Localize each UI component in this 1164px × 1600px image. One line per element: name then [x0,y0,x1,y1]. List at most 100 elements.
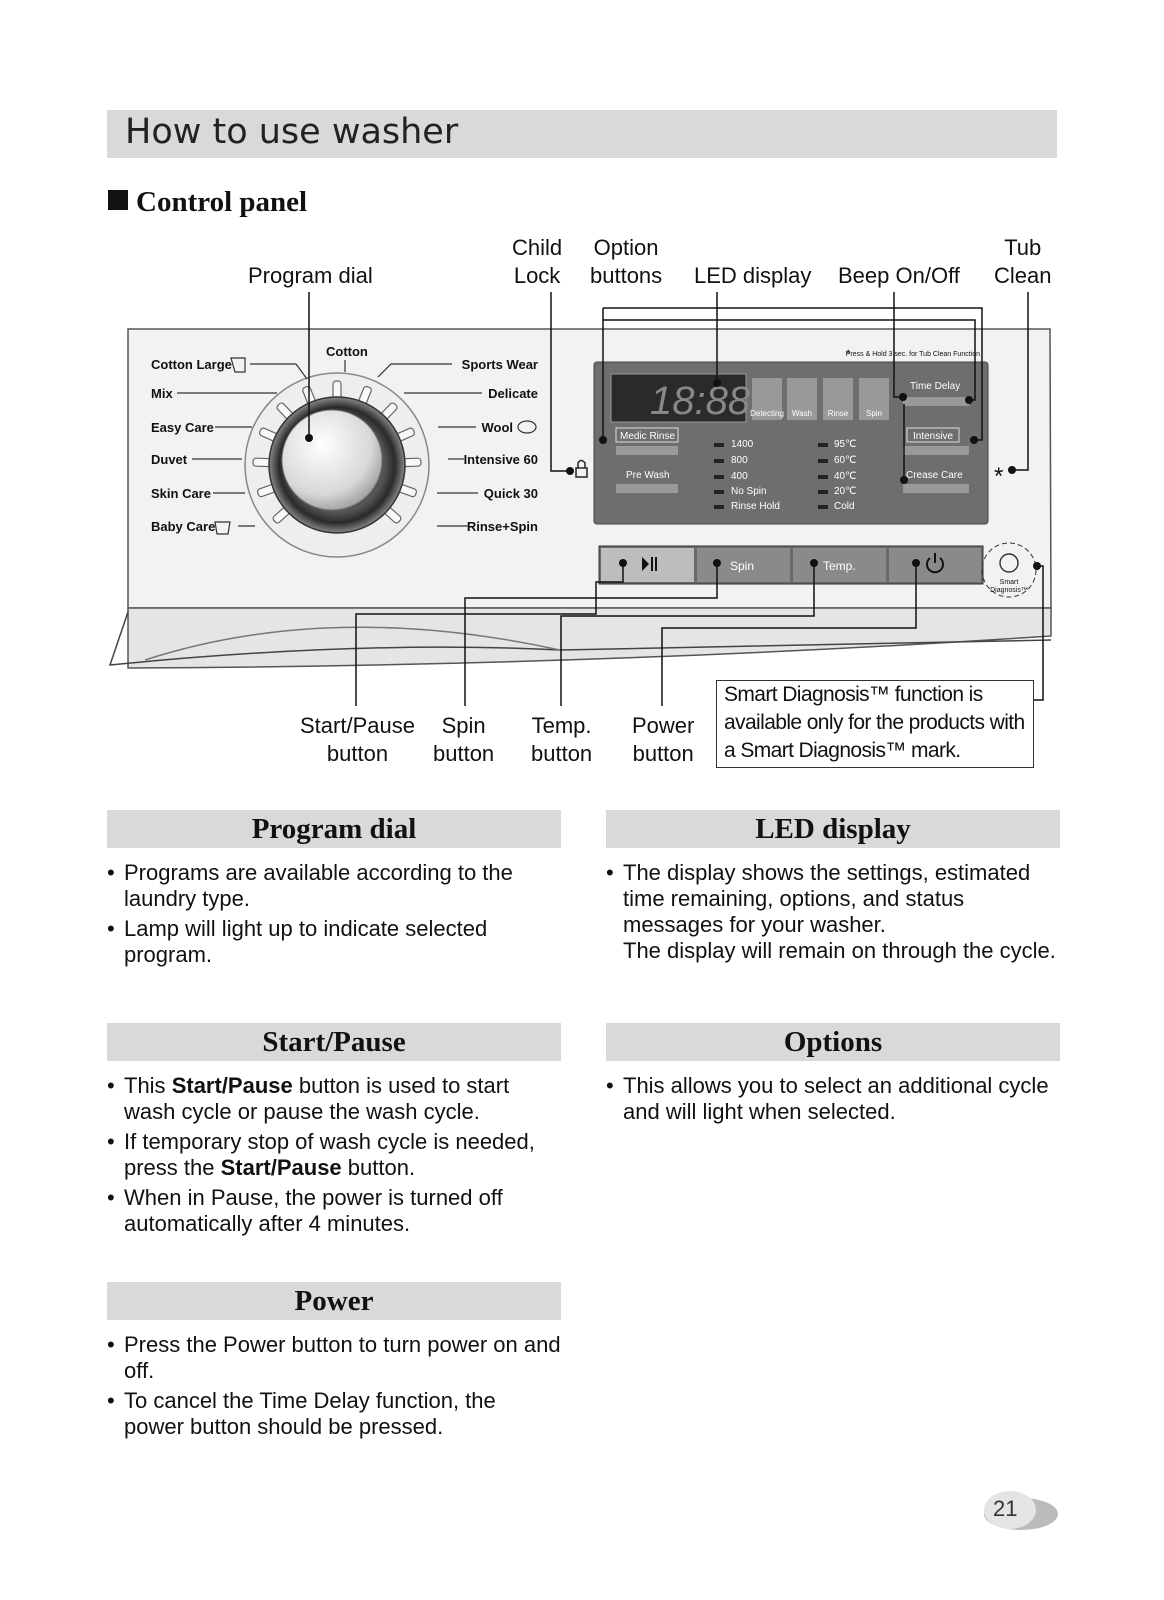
program-right-5: Rinse+Spin [467,519,538,534]
page-number-shape [984,1491,1058,1530]
control-panel-diagram: Cotton Large Mix Easy Care Duvet Skin Ca… [108,292,1052,706]
callout-spin-line2: button [433,741,495,766]
program-right-4: Quick 30 [484,486,538,501]
status-spin: Spin [866,409,882,418]
cotton-large-icon [230,357,246,373]
callout-beep: Beep On/Off [838,263,960,288]
option-crease-care: Crease Care [906,470,963,481]
text: button is used to start wash cycle or pa… [124,1073,510,1124]
led-display-text-2: The display will remain on through the c… [623,938,1056,963]
start-pause-item: This Start/Pause button is used to start… [107,1073,561,1125]
start-pause-list: This Start/Pause button is used to start… [107,1073,561,1237]
start-pause-section: Start/Pause This Start/Pause button is u… [107,1023,561,1241]
temp-4: Cold [834,501,855,512]
program-dial-section: Program dial Programs are available acco… [107,810,561,972]
callout-spin: Spin button [433,712,494,768]
callout-led-display: LED display [694,263,812,288]
status-rinse: Rinse [828,409,849,418]
callout-start-line2: button [326,741,389,766]
spin-speed-3: No Spin [731,486,767,497]
callout-power-line2: button [632,741,694,766]
program-top: Cotton [326,344,368,359]
smart-note-line2: available only for the products with [724,711,1025,734]
program-right-3: Intensive 60 [464,452,538,467]
status-icons: Detecting Wash Rinse Spin [750,378,889,420]
callout-tub-line1: Tub [1004,235,1042,260]
program-dial-heading: Program dial [107,810,561,848]
page-title: How to use washer [125,112,459,152]
program-left-3: Duvet [151,452,188,467]
callout-start-line1: Start/Pause [300,713,415,738]
power-icon [926,553,944,574]
square-bullet-icon [108,190,128,210]
callout-spin-line1: Spin [441,713,486,738]
option-medic-rinse: Medic Rinse [620,431,675,442]
smart-note-line3: a Smart Diagnosis™ mark. [724,739,961,762]
baby-care-icon [214,521,231,535]
callout-tub-line2: Clean [994,263,1052,288]
smart-diagnosis-icon [999,553,1019,573]
program-left-4: Skin Care [151,486,211,501]
callout-option-line2: buttons [590,263,663,288]
power-list: Press the Power button to turn power on … [107,1332,561,1440]
temp-1: 60℃ [834,455,856,466]
start-pause-item: If temporary stop of wash cycle is neede… [107,1129,561,1181]
play-pause-icon [642,557,649,571]
temp-0: 95℃ [834,439,856,450]
options-heading: Options [606,1023,1060,1061]
program-dial-list: Programs are available according to the … [107,860,561,968]
led-display-section: LED display The display shows the settin… [606,810,1060,968]
text: button. [341,1155,416,1180]
callout-child-lock-line1: Child [512,235,563,260]
callout-power: Power button [632,712,694,768]
smart-label-2: Diagnosis™ [990,587,1028,594]
program-left-2: Easy Care [151,420,214,435]
program-right-1: Delicate [488,386,538,401]
program-left-1: Mix [151,386,173,401]
tub-clean-note: Press & Hold 3 sec. for Tub Clean Functi… [846,351,980,358]
led-display-heading: LED display [606,810,1060,848]
callout-child-lock-line2: Lock [513,263,561,288]
page-number-badge: 21 [980,1490,1058,1534]
callout-temp: Temp. button [531,712,592,768]
option-intensive: Intensive [913,431,953,442]
page-title-bar: How to use washer [107,110,1057,158]
child-lock-icon [575,459,588,478]
smart-label-1: Smart [1000,579,1019,586]
program-right-2: Wool [481,420,513,435]
power-heading: Power [107,1282,561,1320]
callout-program-dial: Program dial [248,263,373,288]
program-left-5: Baby Care [151,519,215,534]
callout-option-line1: Option [593,235,659,260]
text: This [124,1073,172,1098]
callout-temp-line2: button [531,741,593,766]
smart-diagnosis-note: Smart Diagnosis™ function is available o… [716,680,1034,768]
callout-temp-line1: Temp. [531,713,592,738]
temp-3: 20℃ [834,486,856,497]
led-display-text-1: The display shows the settings, estimate… [623,860,1031,937]
program-dial-item: Lamp will light up to indicate selected … [107,916,561,968]
bold-text: Start/Pause [171,1073,293,1098]
page-number: 21 [993,1496,1018,1521]
callout-power-line1: Power [632,713,695,738]
wool-icon [517,420,537,434]
options-section: Options This allows you to select an add… [606,1023,1060,1129]
temp-button [793,548,886,582]
power-item: To cancel the Time Delay function, the p… [107,1388,561,1440]
start-pause-heading: Start/Pause [107,1023,561,1061]
program-dial-item: Programs are available according to the … [107,860,561,912]
spin-speed-0: 1400 [731,439,754,450]
display-digits: 18:88 [650,379,751,423]
spin-speed-4: Rinse Hold [731,501,780,512]
options-list: This allows you to select an additional … [606,1073,1060,1125]
program-right-0: Sports Wear [462,357,538,372]
spin-button-label: Spin [730,559,754,573]
callout-start-pause: Start/Pause button [300,712,415,768]
led-display-list: The display shows the settings, estimate… [606,860,1060,964]
option-time-delay: Time Delay [910,381,960,392]
text: If temporary stop of wash cycle is neede… [124,1129,535,1180]
section-heading-text: Control panel [136,186,308,218]
tub-clean-asterisk: * [994,463,1003,490]
